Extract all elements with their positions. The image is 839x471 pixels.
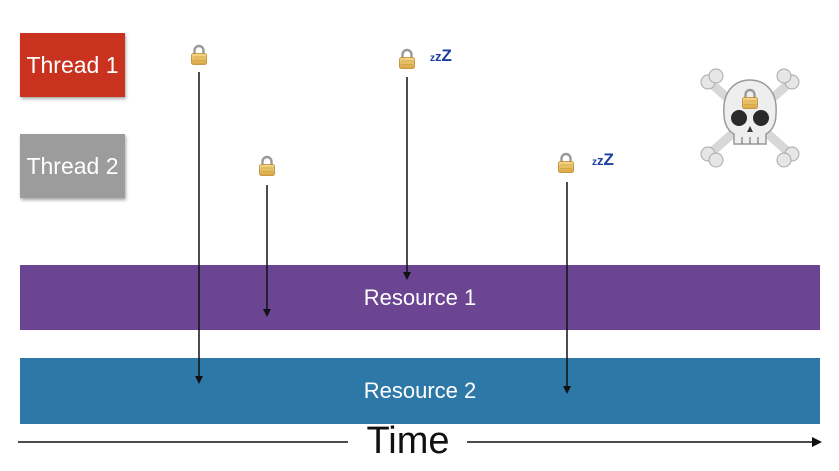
thread-2-box: Thread 2 xyxy=(20,134,125,198)
lock-icon xyxy=(398,48,416,70)
sleep-icon-z1: z xyxy=(592,157,597,168)
thread-2-label: Thread 2 xyxy=(26,152,119,179)
thread-1-box: Thread 1 xyxy=(20,33,125,97)
lock-icon xyxy=(258,155,276,177)
time-label: Time xyxy=(366,420,450,462)
resource-2-bar: Resource 2 xyxy=(20,358,820,424)
resource-1-label: Resource 1 xyxy=(363,284,477,310)
sleep-icon: zzZ xyxy=(592,150,614,170)
resource-1-bar: Resource 1 xyxy=(20,265,820,330)
thread-1-label: Thread 1 xyxy=(26,51,119,78)
sleep-icon: zzZ xyxy=(430,46,452,66)
skull-crossbones-icon xyxy=(700,68,800,168)
lock-icon xyxy=(557,152,575,174)
sleep-icon-z2: z xyxy=(597,153,604,168)
sleep-icon-z1: z xyxy=(430,53,435,64)
sleep-icon-z2: z xyxy=(435,49,442,64)
resource-2-label: Resource 2 xyxy=(363,378,477,403)
lock-icon xyxy=(190,44,208,66)
sleep-icon-z3: Z xyxy=(603,150,614,169)
lock-icon xyxy=(741,88,759,110)
sleep-icon-z3: Z xyxy=(441,46,452,65)
